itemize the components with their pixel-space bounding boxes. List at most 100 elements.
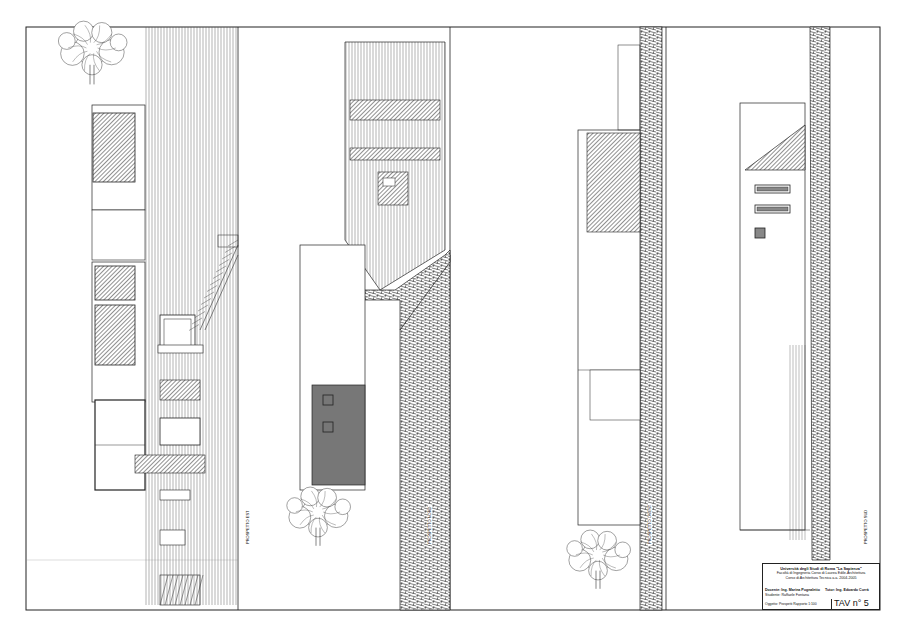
window-opening	[755, 185, 790, 193]
tree-symbol	[567, 530, 631, 589]
drawing-line	[200, 245, 238, 330]
drawing-line	[230, 27, 231, 605]
roof-shadow	[745, 125, 805, 170]
drawing-line	[225, 247, 235, 253]
window-glazing	[160, 380, 200, 400]
drawing-line	[215, 27, 216, 605]
sheet-number-box: TAV n° 5	[831, 599, 880, 610]
window-glazing	[757, 187, 788, 191]
title-text: Studente: Raffaele Fontana	[765, 594, 809, 598]
title-text: Università degli Studi di Roma "La Sapie…	[763, 567, 879, 571]
tree-symbol	[287, 487, 351, 546]
drawing-line	[149, 27, 150, 605]
title-text: Oggetto: Prospetti Rapporto 1:100	[765, 603, 817, 607]
drawing-line	[213, 273, 223, 279]
drawing-line	[221, 27, 222, 605]
window-band	[350, 148, 440, 160]
drawing-line	[219, 260, 229, 266]
drawing-line	[165, 575, 173, 605]
building-face	[740, 103, 805, 530]
window-frame	[383, 178, 395, 186]
title-text: Docente: Ing. Marina Pugnaletto	[765, 589, 820, 593]
window-opening	[323, 422, 333, 432]
sheet-border	[26, 27, 880, 610]
window-opening	[160, 530, 185, 545]
drawing-line	[185, 575, 193, 605]
building-face	[578, 130, 640, 525]
ground-section	[810, 27, 830, 560]
drawing-line	[210, 279, 220, 285]
window-opening	[323, 395, 333, 405]
drawing-line	[192, 318, 202, 324]
sheet-number: TAV n° 5	[834, 599, 869, 609]
roof-shadow	[587, 133, 640, 232]
drawing-line	[799, 345, 800, 540]
window-opening	[160, 490, 190, 500]
window-glazing	[378, 172, 408, 205]
drawing-line	[212, 27, 213, 605]
wall-face	[92, 105, 145, 210]
door-opening	[590, 370, 640, 420]
drawing-line	[228, 240, 238, 246]
drawing-line	[204, 292, 214, 298]
drawing-line	[175, 575, 183, 605]
drawing-line	[236, 27, 237, 605]
balcony	[158, 345, 203, 353]
elevation-label: PROSPETTO OVEST	[648, 504, 652, 545]
drawing-line	[200, 27, 201, 605]
drawing-line	[180, 575, 188, 605]
drawing-line	[796, 345, 797, 540]
window-glazing	[757, 207, 788, 211]
drawing-line	[158, 27, 159, 605]
drawing-line	[793, 345, 794, 540]
window-glazing	[95, 266, 135, 300]
window-frame	[164, 319, 191, 346]
drawing-line	[740, 530, 810, 531]
drawing-line	[155, 27, 156, 605]
elevation-label: PROSPETTO SUD	[864, 509, 868, 545]
drawing-line	[233, 27, 234, 605]
wall-shadow	[312, 385, 365, 485]
drawing-line	[666, 27, 667, 610]
drawing-line	[203, 27, 204, 605]
drawing-line	[790, 345, 791, 540]
drawing-line	[170, 575, 178, 605]
drawing-line	[195, 575, 203, 605]
ground-section	[355, 250, 450, 330]
wall-face	[92, 262, 145, 402]
elevation-label: PROSPETTO EST	[246, 510, 250, 546]
window-opening	[160, 418, 200, 445]
window-opening	[95, 400, 145, 490]
drawing-line	[802, 345, 803, 540]
drawing-line	[218, 27, 219, 605]
title-block: Università degli Studi di Roma "La Sapie…	[762, 563, 880, 610]
drawing-line	[227, 27, 228, 605]
drawing-line	[222, 253, 232, 259]
drawing-line	[195, 312, 205, 318]
canopy	[135, 455, 205, 473]
drawing-line	[26, 560, 238, 561]
stair	[160, 575, 200, 605]
drawing-line	[238, 27, 239, 610]
title-text: Facoltà di Ingegneria Corso di Laurea Ed…	[763, 572, 879, 576]
title-text: Corso di Architettura Tecnica a.a. 2004-…	[763, 577, 879, 581]
drawing-line	[216, 266, 226, 272]
stair-rail	[218, 235, 238, 247]
drawing-line	[152, 27, 153, 605]
drawing-line	[190, 575, 198, 605]
title-text: Tutor: Ing. Edoardo Currà	[825, 589, 869, 593]
window-opening	[755, 205, 790, 213]
window-glazing	[95, 305, 135, 365]
drawing-line	[224, 27, 225, 605]
tree-symbol	[58, 21, 127, 84]
drawing-line	[146, 27, 147, 605]
drawing-line	[189, 325, 199, 331]
drawing-line	[207, 286, 217, 292]
drawing-line	[160, 575, 168, 605]
window-band	[350, 100, 440, 120]
drawing-line	[198, 305, 208, 311]
drawing-line	[805, 345, 806, 540]
